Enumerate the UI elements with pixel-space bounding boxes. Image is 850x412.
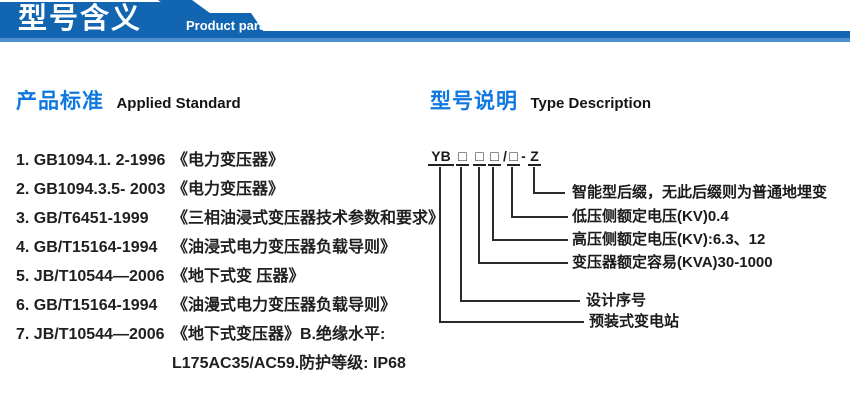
banner-title-chinese: 型号含义 <box>18 3 143 35</box>
standard-code: 6. GB/T15164-1994 <box>16 297 158 314</box>
standards-heading-english: Applied Standard <box>116 95 241 112</box>
standard-code: 4. GB/T15164-1994 <box>16 239 158 256</box>
label-hv-rated-voltage: 高压侧额定电压(KV):6.3、12 <box>572 231 766 248</box>
standards-heading-chinese: 产品标准 <box>16 90 104 113</box>
model-code-box-lv: □ <box>507 148 520 166</box>
model-code-box-capacity: □ <box>473 148 486 166</box>
standard-code: 5. JB/T10544—2006 <box>16 268 165 285</box>
standards-list-item: 2. GB1094.3.5- 2003 《电力变压器》 <box>16 175 444 204</box>
model-code-box-hv: □ <box>488 148 501 166</box>
standards-list-item: 5. JB/T10544—2006 《地下式变 压器》 <box>16 262 444 291</box>
standards-list: 1. GB1094.1. 2-1996 《电力变压器》 2. GB1094.3.5… <box>16 146 444 378</box>
model-code-suffix: Z <box>528 148 541 166</box>
label-prefabricated-substation: 预装式变电站 <box>589 313 680 330</box>
standards-section-heading: 产品标准 Applied Standard <box>16 85 241 115</box>
type-section-heading: 型号说明 Type Description <box>430 85 651 115</box>
standard-continuation-line: L175AC35/AC59.防护等级: IP68 <box>172 355 406 372</box>
page-banner: 型号含义 Product parameters <box>0 0 850 48</box>
standard-title: 《油漫式电力变压器负载导则》 <box>172 297 397 314</box>
type-heading-english: Type Description <box>530 95 652 112</box>
banner-ribbon-shape <box>0 0 850 42</box>
label-rated-capacity: 变压器额定容易(KVA)30-1000 <box>572 254 773 271</box>
standards-list-item: 6. GB/T15164-1994 《油漫式电力变压器负载导则》 <box>16 291 444 320</box>
standard-code: 1. GB1094.1. 2-1996 <box>16 152 166 169</box>
banner-title-english: Product parameters <box>186 18 309 33</box>
label-smart-suffix: 智能型后缀，无此后缀则为普通地埋变 <box>572 184 828 201</box>
label-design-serial: 设计序号 <box>586 292 647 309</box>
standard-title: 《地下式变 压器》 <box>172 268 305 285</box>
standard-title: 《电力变压器》 <box>172 181 285 198</box>
standard-code: 2. GB1094.3.5- 2003 <box>16 181 166 198</box>
label-lv-rated-voltage: 低压侧额定电压(KV)0.4 <box>572 208 729 225</box>
standards-list-item: 3. GB/T6451-1999 《三相油浸式变压器技术参数和要求》 <box>16 204 444 233</box>
model-code-dash: - <box>521 148 526 164</box>
model-code-box-design: □ <box>456 148 469 166</box>
standard-title: 《油浸式电力变压器负载导则》 <box>172 239 397 256</box>
standard-title: 《三相油浸式变压器技术参数和要求》 <box>172 210 445 227</box>
model-code-slash: / <box>503 148 507 164</box>
standards-list-item: 7. JB/T10544—2006 《地下式变压器》B.绝缘水平: <box>16 320 444 349</box>
standard-code: 7. JB/T10544—2006 <box>16 326 165 343</box>
standard-code: 3. GB/T6451-1999 <box>16 210 149 227</box>
standard-title: 《地下式变压器》B.绝缘水平: <box>172 326 386 343</box>
model-code-prefix: YB <box>428 148 454 166</box>
standard-title: 《电力变压器》 <box>172 152 285 169</box>
standards-list-item: 1. GB1094.1. 2-1996 《电力变压器》 <box>16 146 444 175</box>
type-heading-chinese: 型号说明 <box>430 90 518 113</box>
standards-list-item: 4. GB/T15164-1994 《油浸式电力变压器负载导则》 <box>16 233 444 262</box>
